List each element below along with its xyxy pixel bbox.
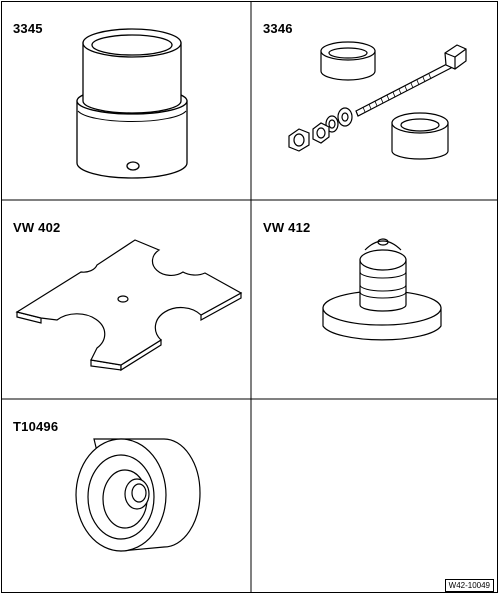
tool-cell-3346: 3346 — [251, 1, 498, 199]
stepped-press-piece-icon — [322, 238, 442, 341]
figure-reference: W42-10049 — [444, 579, 494, 592]
empty-cell — [251, 399, 498, 593]
plate-tool-icon — [15, 239, 243, 372]
tool-cell-vw-412: VW 412 — [251, 200, 498, 398]
tool-label: 3346 — [263, 21, 293, 36]
tool-label: VW 402 — [13, 220, 61, 235]
tool-label: 3345 — [13, 21, 43, 36]
cylindrical-sleeve-icon — [76, 28, 188, 179]
thrust-piece-icon — [75, 438, 201, 552]
threaded-spindle-set-icon — [288, 41, 467, 160]
tool-label: VW 412 — [263, 220, 311, 235]
tool-cell-3345: 3345 — [1, 1, 250, 199]
tool-cell-t10496: T10496 — [1, 399, 250, 593]
tool-label: T10496 — [13, 419, 59, 434]
tool-cell-vw-402: VW 402 — [1, 200, 250, 398]
